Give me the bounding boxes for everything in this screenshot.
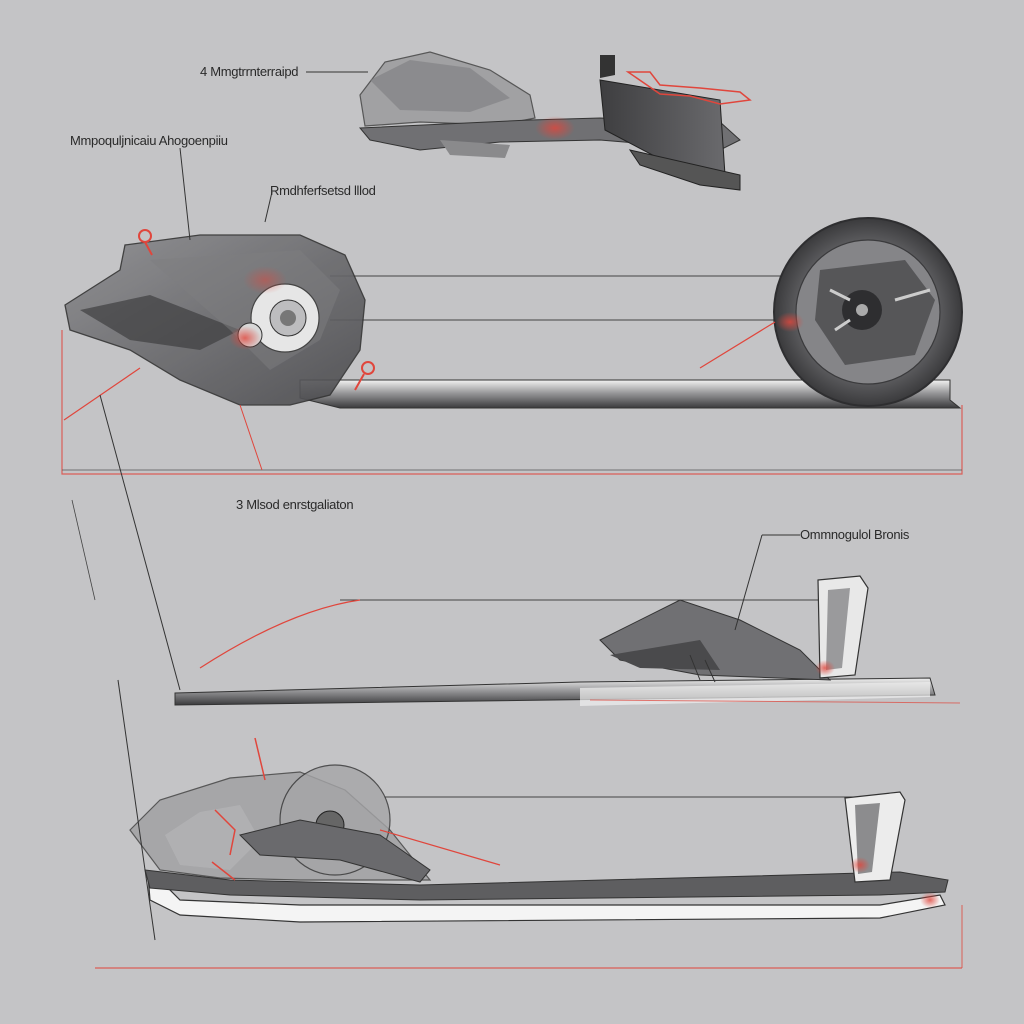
sled-assembly bbox=[174, 534, 961, 706]
callout-label-upper-left: Mmpoquljnicaiu Ahogoenpiiu bbox=[70, 133, 228, 148]
top-assembly bbox=[306, 51, 752, 191]
bottom-assembly bbox=[95, 679, 963, 969]
callout-label-top: 4 Mmgtrrnterraipd bbox=[200, 64, 299, 79]
callout-label-right: Ommnogulol Bronis bbox=[800, 527, 910, 542]
callout-label-upper-mid: Rmdhferfsetsd lllod bbox=[270, 183, 376, 198]
main-assembly bbox=[61, 147, 963, 691]
callout-label-middle: 3 Mlsod enrstgaliaton bbox=[236, 497, 354, 512]
